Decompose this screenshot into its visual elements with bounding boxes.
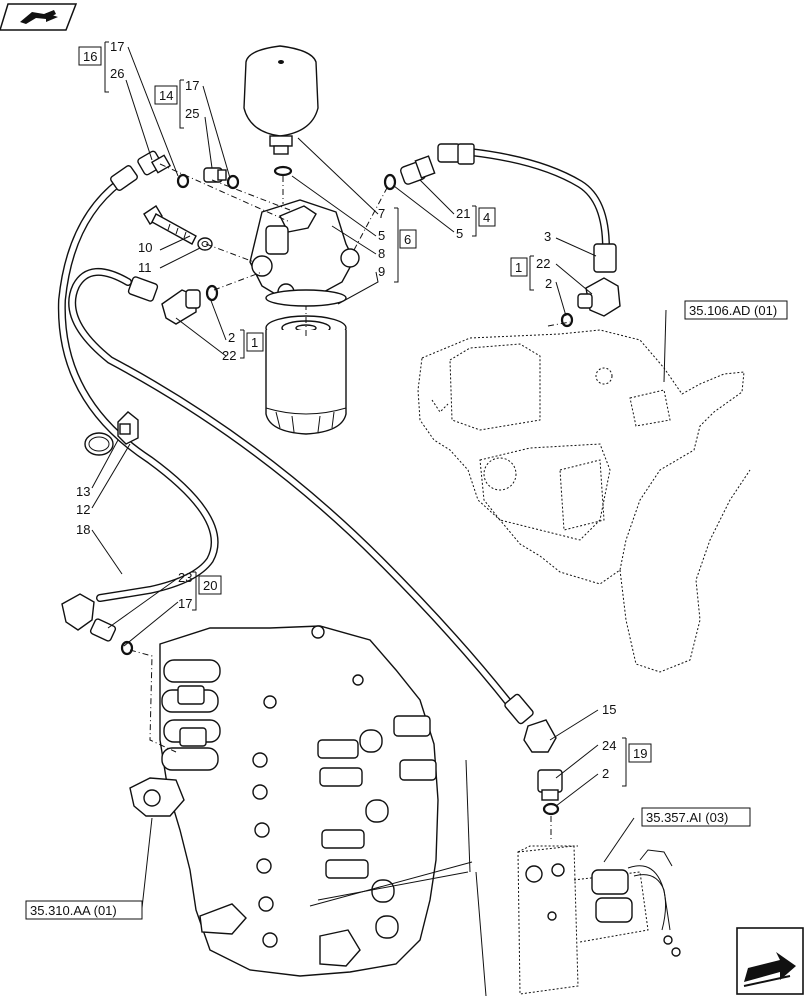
callout-13: 13 [76,484,90,499]
filter-cartridge [265,315,347,435]
callout-17b: 17 [185,78,199,93]
callout-5a: 5 [378,228,385,243]
adapter-23 [89,618,117,642]
callout-11: 11 [138,260,152,275]
ref-block[interactable]: 35.357.AI (03) [646,810,728,825]
callout-17a: 17 [110,39,124,54]
callout-22a: 22 [536,256,550,271]
callout-21: 21 [456,206,470,221]
callout-7: 7 [378,206,385,221]
callout-5b: 5 [456,226,463,241]
callout-4: 4 [483,210,490,225]
control-valve [129,625,439,977]
callout-3: 3 [544,229,551,244]
adapter-21 [400,155,436,185]
hose-3 [437,143,617,273]
callout-22b: 22 [222,348,236,363]
callout-19: 19 [633,746,647,761]
book-with-arrow-icon[interactable] [0,3,78,31]
callout-25: 25 [185,106,199,121]
o-ring-2b [560,312,574,328]
hose-left-long [57,165,219,602]
o-ring-8 [273,165,293,177]
elbow-fitting-22b [577,277,621,317]
callout-2b: 2 [228,330,235,345]
callout-12: 12 [76,502,90,517]
ref-pump[interactable]: 35.106.AD (01) [689,303,777,318]
callout-2c: 2 [602,766,609,781]
plug-25 [203,167,227,183]
callout-20: 20 [203,578,217,593]
callout-8: 8 [378,246,385,261]
accumulator [243,45,319,155]
callout-2a: 2 [545,276,552,291]
valve-block [517,845,681,995]
ref-valve[interactable]: 35.310.AA (01) [30,903,117,918]
hose-15 [68,267,557,753]
o-ring-2 [205,284,219,302]
elbow-fitting-22 [161,289,201,325]
o-ring-17c [120,640,134,656]
callout-18: 18 [76,522,90,537]
hydraulic-pump [417,329,751,673]
callout-1b: 1 [251,335,258,350]
callout-16: 16 [83,49,97,64]
callout-6: 6 [404,232,411,247]
clamp [117,411,139,445]
elbow-fitting-18 [61,593,95,631]
adapter-24 [537,769,563,801]
callout-24: 24 [602,738,616,753]
o-ring-2c [542,802,560,816]
next-page-arrow-icon[interactable] [736,927,804,995]
callout-9: 9 [378,264,385,279]
elbow-fitting-26 [137,150,172,176]
callout-10: 10 [138,240,152,255]
callout-26: 26 [110,66,124,81]
o-ring-17 [176,173,190,189]
callout-17c: 17 [178,596,192,611]
callout-14: 14 [159,88,173,103]
o-ring-5 [383,173,397,191]
callout-23: 23 [178,570,192,585]
callout-15: 15 [602,702,616,717]
bolt [143,205,197,245]
callout-1a: 1 [515,260,522,275]
filter-head [249,199,360,307]
